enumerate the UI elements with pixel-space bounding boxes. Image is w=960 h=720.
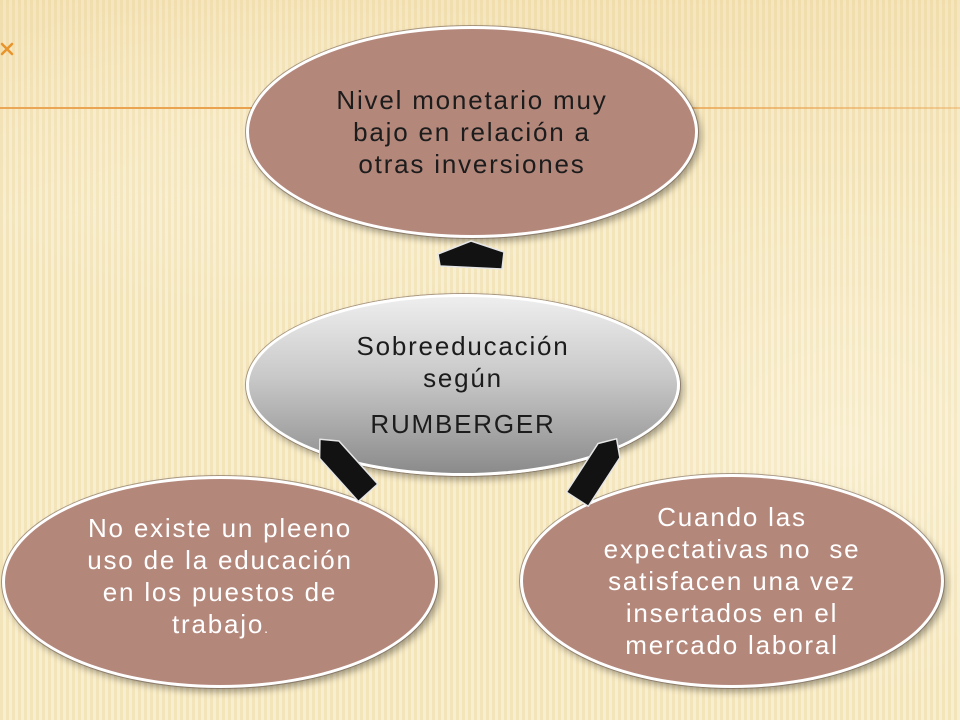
- node-text-line: satisfacen una vez: [608, 566, 856, 596]
- node-text-line: Cuando las: [657, 502, 807, 532]
- node-text-line: expectativas no se: [603, 534, 861, 564]
- node-center-sobreeducacion[interactable]: Sobreeducación según RUMBERGER: [246, 294, 680, 476]
- center-title-line: según: [423, 363, 503, 393]
- center-title-line: Sobreeducación: [356, 331, 570, 361]
- end-period: .: [264, 620, 268, 636]
- center-author: RUMBERGER: [370, 409, 556, 439]
- node-text-line: No existe un pleeno: [87, 513, 353, 543]
- node-expectativas[interactable]: Cuando las expectativas no se satisfacen…: [520, 474, 944, 688]
- node-text-line: insertados en el: [625, 598, 839, 628]
- block-arrow-icon-top: [437, 240, 505, 270]
- node-text-line: otras inversiones: [358, 149, 586, 179]
- node-nivel-monetario[interactable]: Nivel monetario muy bajo en relación a o…: [246, 26, 698, 238]
- node-text-line: Nivel monetario muy: [336, 85, 608, 115]
- node-text-line: en los puestos de: [102, 577, 338, 607]
- x-mark-icon: [0, 42, 14, 56]
- node-text-line: mercado laboral: [625, 630, 839, 660]
- node-text-word: trabajo: [172, 609, 265, 639]
- node-text-line: trabajo.: [172, 608, 268, 644]
- node-uso-educacion[interactable]: No existe un pleeno uso de la educación …: [2, 476, 438, 688]
- node-text-line: bajo en relación a: [353, 117, 591, 147]
- node-text-line: uso de la educación: [87, 545, 353, 575]
